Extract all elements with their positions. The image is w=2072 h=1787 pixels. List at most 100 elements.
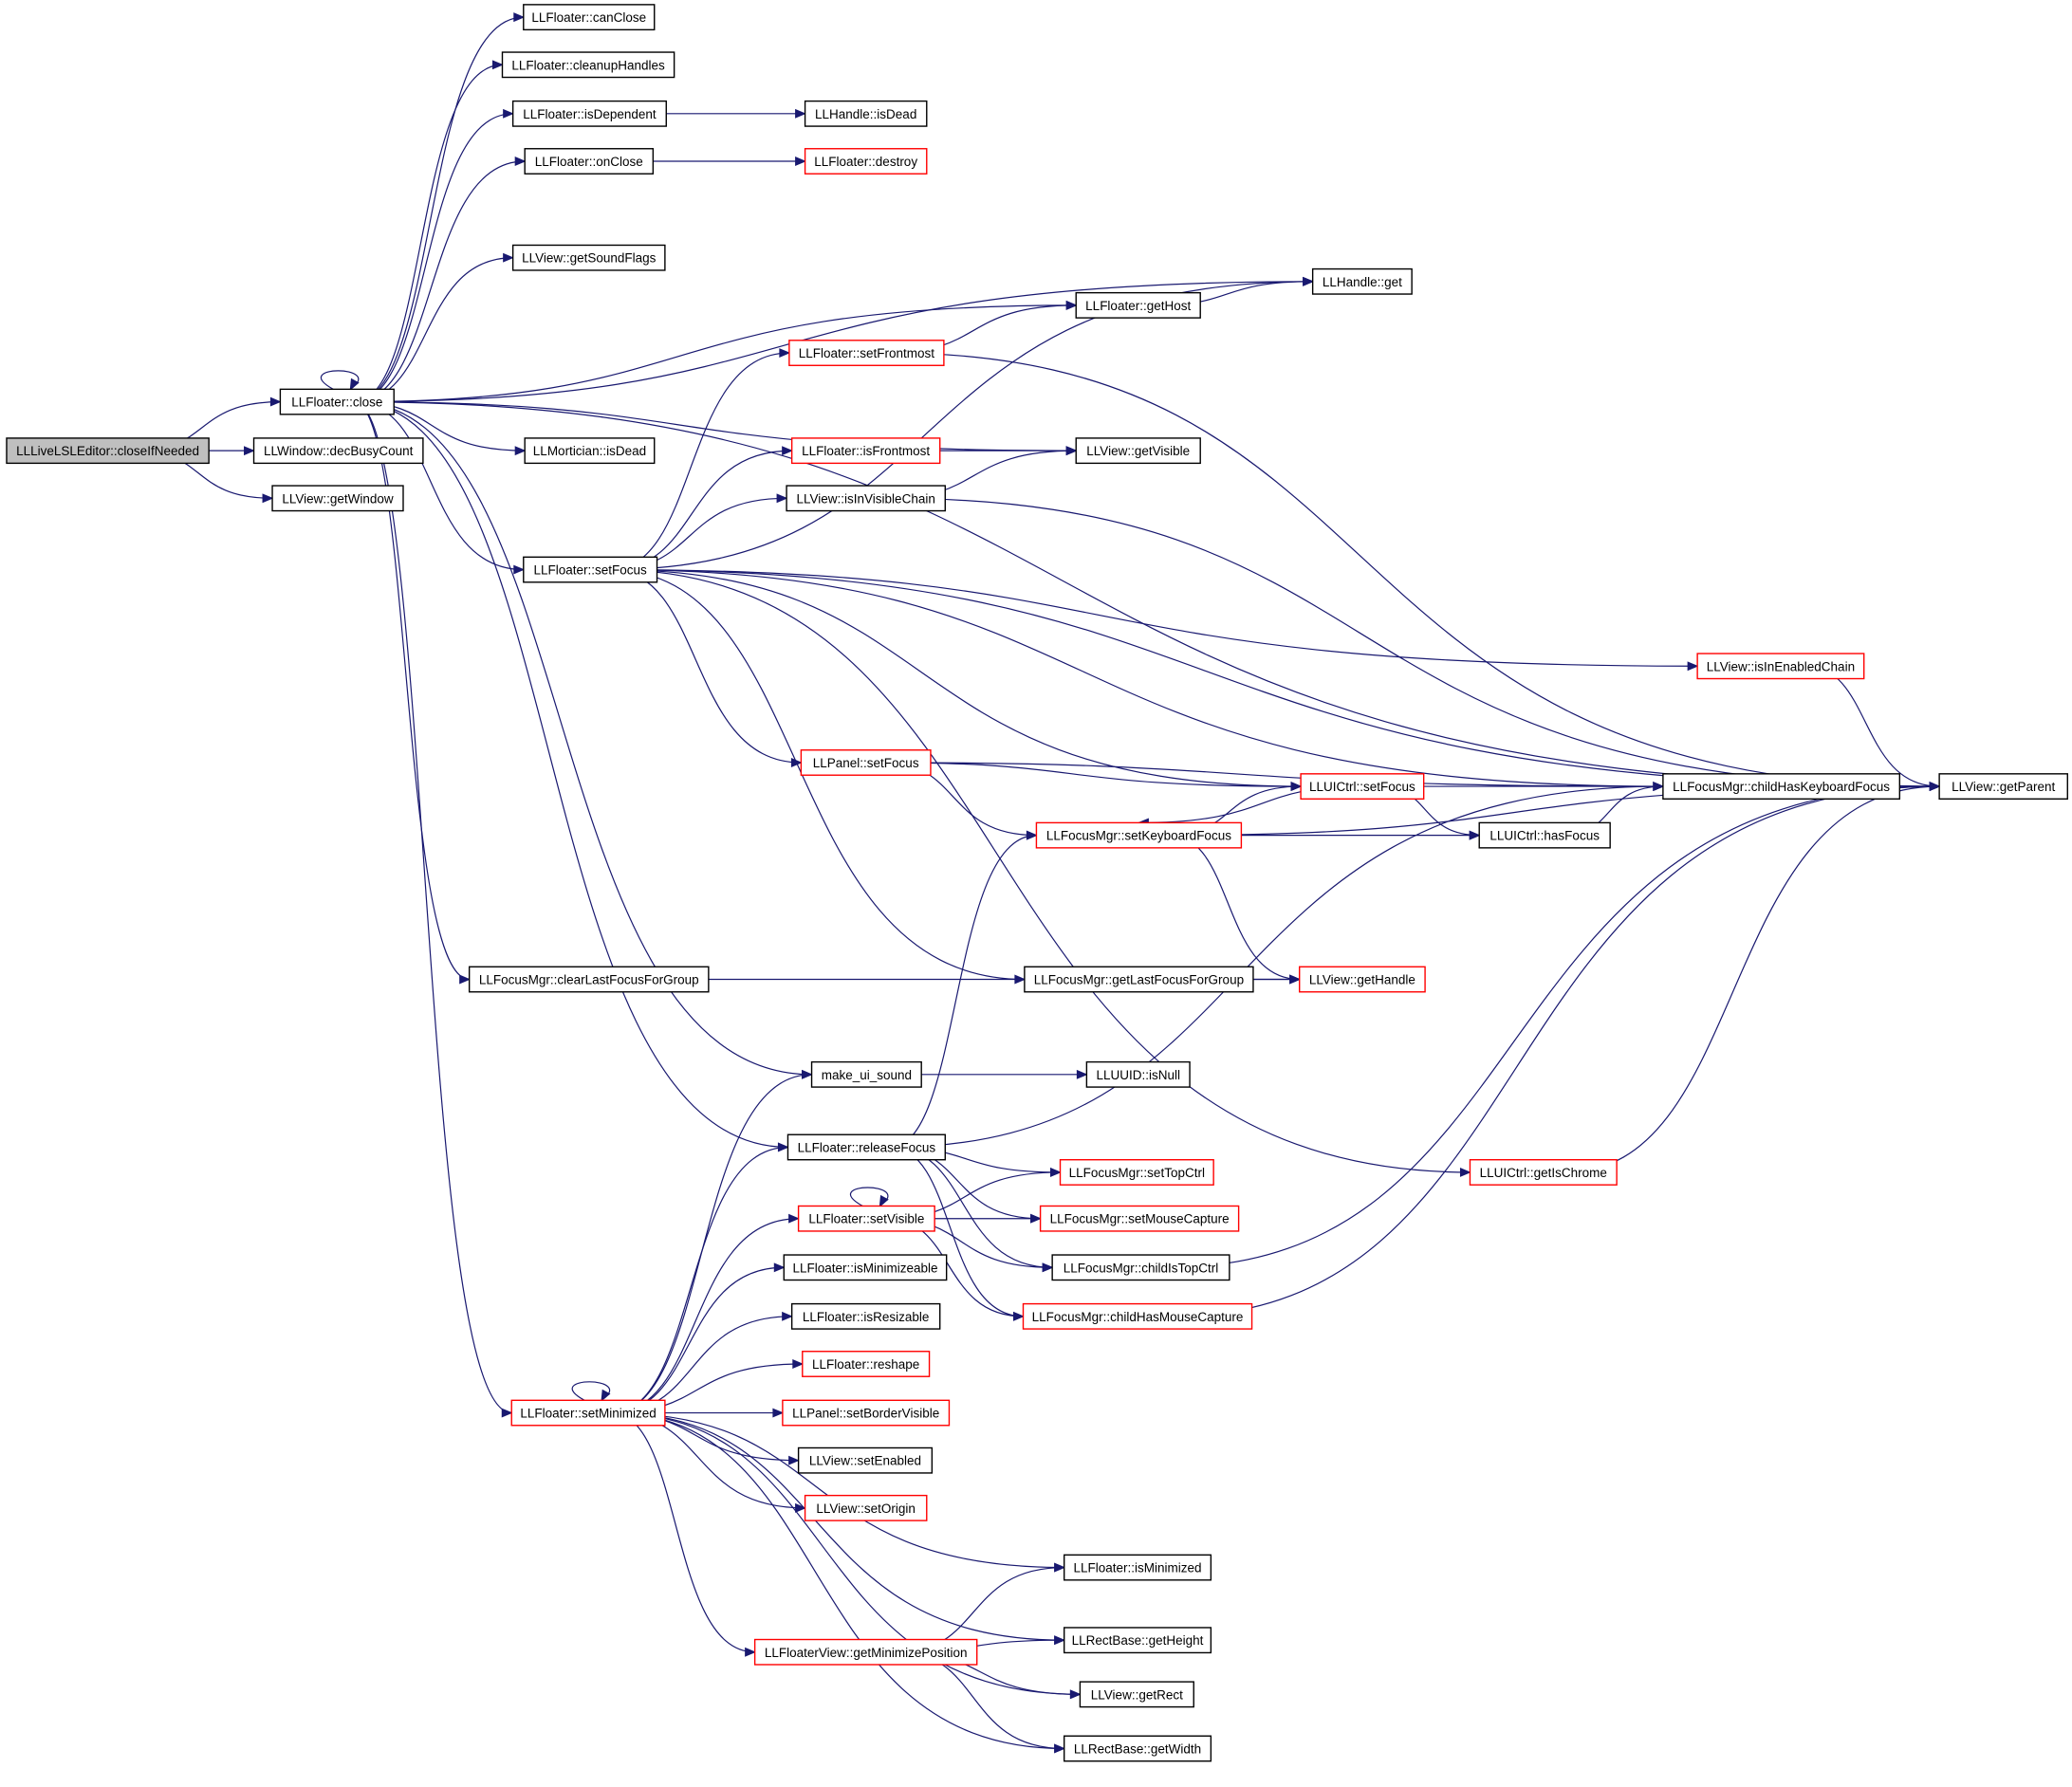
- edge-getIsChrome-to-getParent: [1564, 782, 1941, 1173]
- node-label: LLFloater::isResizable: [803, 1310, 930, 1324]
- node-label: make_ui_sound: [822, 1068, 912, 1082]
- node-getWidth[interactable]: LLRectBase::getWidth: [1063, 1735, 1212, 1762]
- edge-arrowhead: [1065, 300, 1078, 310]
- node-hasFocus[interactable]: LLUICtrl::hasFocus: [1478, 821, 1611, 849]
- node-uictrlSetFocus[interactable]: LLUICtrl::setFocus: [1300, 773, 1425, 801]
- edge-line: [611, 1411, 1081, 1695]
- edge-line: [611, 1411, 1064, 1569]
- edge-line: [610, 568, 1940, 787]
- node-destroy[interactable]: LLFloater::destroy: [804, 148, 928, 175]
- node-getHandle[interactable]: LLView::getHandle: [1299, 966, 1426, 993]
- edge-arrowhead: [491, 60, 504, 70]
- node-close[interactable]: LLFloater::close: [279, 388, 395, 415]
- node-handleGet[interactable]: LLHandle::get: [1311, 267, 1413, 295]
- edge-line: [354, 160, 526, 403]
- node-setMinimized[interactable]: LLFloater::setMinimized: [510, 1399, 666, 1427]
- edge-close-to-getHost: [354, 300, 1078, 403]
- node-morticianIsDead[interactable]: LLMortician::isDead: [524, 437, 656, 465]
- edge-line: [898, 1651, 1064, 1750]
- node-canClose[interactable]: LLFloater::canClose: [523, 4, 656, 31]
- node-isResizable[interactable]: LLFloater::isResizable: [790, 1302, 941, 1330]
- node-box: [1035, 821, 1243, 849]
- node-childHasMouseCapture[interactable]: LLFocusMgr::childHasMouseCapture: [1022, 1302, 1253, 1330]
- node-setFrontmost[interactable]: LLFloater::setFrontmost: [788, 340, 945, 366]
- node-label: LLView::setOrigin: [816, 1501, 916, 1516]
- node-setOrigin[interactable]: LLView::setOrigin: [804, 1494, 928, 1521]
- node-label: LLFloater::isMinimizeable: [792, 1261, 937, 1275]
- node-label: LLFocusMgr::getLastFocusForGroup: [1034, 973, 1244, 987]
- edge-close-to-canClose: [354, 12, 526, 403]
- edge-line: [890, 835, 1037, 1149]
- node-onClose[interactable]: LLFloater::onClose: [524, 148, 655, 175]
- edge-arrowhead: [777, 1142, 789, 1152]
- edge-line: [610, 450, 792, 571]
- node-label: LLFloater::canClose: [531, 10, 646, 25]
- edge-close-to-setMinimized: [354, 400, 513, 1418]
- node-setVisible[interactable]: LLFloater::setVisible: [797, 1205, 935, 1232]
- node-root[interactable]: LLLiveLSLEditor::closeIfNeeded: [6, 437, 210, 465]
- node-getParent[interactable]: LLView::getParent: [1938, 773, 2068, 801]
- edge-line: [1805, 665, 1940, 787]
- node-box: [1478, 821, 1611, 849]
- node-box: [468, 966, 710, 993]
- node-setBorderVisible[interactable]: LLPanel::setBorderVisible: [782, 1399, 951, 1427]
- node-label: LLFloater::getHost: [1085, 299, 1191, 313]
- node-box: [797, 1205, 935, 1232]
- node-isFrontmost[interactable]: LLFloater::isFrontmost: [790, 437, 941, 465]
- edge-line: [611, 1411, 1064, 1750]
- node-makeUiSound[interactable]: make_ui_sound: [810, 1060, 922, 1088]
- edge-getMinimizePosition-to-isMinimized: [898, 1562, 1065, 1653]
- edge-setFocus-to-isFrontmost: [610, 446, 793, 571]
- node-label: LLFloater::setVisible: [808, 1212, 924, 1226]
- node-isDead[interactable]: LLHandle::isDead: [804, 100, 928, 127]
- node-setKbFocus[interactable]: LLFocusMgr::setKeyboardFocus: [1035, 821, 1243, 849]
- node-isMinimized[interactable]: LLFloater::isMinimized: [1063, 1554, 1212, 1581]
- node-getSoundFlags[interactable]: LLView::getSoundFlags: [511, 244, 666, 271]
- node-setFocus[interactable]: LLFloater::setFocus: [523, 556, 658, 583]
- node-clearLastFocus[interactable]: LLFocusMgr::clearLastFocusForGroup: [468, 966, 710, 993]
- node-getLastFocus[interactable]: LLFocusMgr::getLastFocusForGroup: [1024, 966, 1254, 993]
- edge-arrowhead: [1076, 1069, 1088, 1079]
- edge-childHasMouseCapture-to-getParent: [1172, 782, 1941, 1317]
- node-decBusy[interactable]: LLWindow::decBusyCount: [252, 437, 424, 465]
- node-label: LLFloater::releaseFocus: [798, 1140, 936, 1154]
- node-getWindow[interactable]: LLView::getWindow: [271, 485, 404, 512]
- node-getHost[interactable]: LLFloater::getHost: [1075, 291, 1201, 319]
- node-label: LLFloaterView::getMinimizePosition: [765, 1646, 968, 1660]
- node-label: LLFloater::setFrontmost: [799, 346, 935, 360]
- edge-close-to-getSoundFlags: [354, 252, 514, 403]
- edge-setMinimized-to-isMinimizeable: [611, 1262, 786, 1414]
- node-isInVisibleChain[interactable]: LLView::isInVisibleChain: [786, 485, 946, 512]
- node-getHeight[interactable]: LLRectBase::getHeight: [1063, 1627, 1212, 1654]
- node-childHasKbFocus[interactable]: LLFocusMgr::childHasKeyboardFocus: [1662, 773, 1901, 801]
- node-reshape[interactable]: LLFloater::reshape: [802, 1351, 931, 1377]
- node-label: LLMortician::isDead: [533, 444, 646, 458]
- node-box: [783, 1254, 948, 1281]
- edge-setFocus-to-isInEnabledChain: [610, 568, 1699, 672]
- edge-line: [610, 568, 802, 764]
- node-releaseFocus[interactable]: LLFloater::releaseFocus: [786, 1133, 946, 1161]
- edge-close-to-onClose: [354, 157, 527, 403]
- node-uuidIsNull[interactable]: LLUUID::isNull: [1085, 1060, 1191, 1088]
- node-isMinimizeable[interactable]: LLFloater::isMinimizeable: [783, 1254, 948, 1281]
- node-getIsChrome[interactable]: LLUICtrl::getIsChrome: [1469, 1159, 1618, 1186]
- edge-arrowhead: [501, 1408, 513, 1418]
- node-isInEnabledChain[interactable]: LLView::isInEnabledChain: [1696, 653, 1865, 680]
- node-box: [810, 1060, 922, 1088]
- node-setMouseCapture[interactable]: LLFocusMgr::setMouseCapture: [1039, 1205, 1240, 1232]
- edge-line: [354, 400, 1940, 787]
- node-label: LLView::getVisible: [1086, 444, 1190, 458]
- node-getRect[interactable]: LLView::getRect: [1079, 1681, 1194, 1708]
- node-setEnabled[interactable]: LLView::setEnabled: [797, 1446, 934, 1474]
- node-cleanupHandles[interactable]: LLFloater::cleanupHandles: [501, 51, 675, 79]
- edge-isInEnabledChain-to-getParent: [1805, 665, 1941, 792]
- edge-arrowhead: [1469, 830, 1481, 840]
- node-panelSetFocus[interactable]: LLPanel::setFocus: [800, 749, 932, 776]
- node-isDependent[interactable]: LLFloater::isDependent: [511, 100, 667, 127]
- node-getVisible[interactable]: LLView::getVisible: [1075, 437, 1201, 465]
- edge-arrowhead: [788, 1213, 800, 1224]
- edge-arrowhead: [795, 157, 806, 166]
- node-childIsTopCtrl[interactable]: LLFocusMgr::childIsTopCtrl: [1051, 1254, 1230, 1281]
- node-getMinimizePosition[interactable]: LLFloaterView::getMinimizePosition: [753, 1638, 978, 1666]
- node-setTopCtrl[interactable]: LLFocusMgr::setTopCtrl: [1059, 1159, 1214, 1186]
